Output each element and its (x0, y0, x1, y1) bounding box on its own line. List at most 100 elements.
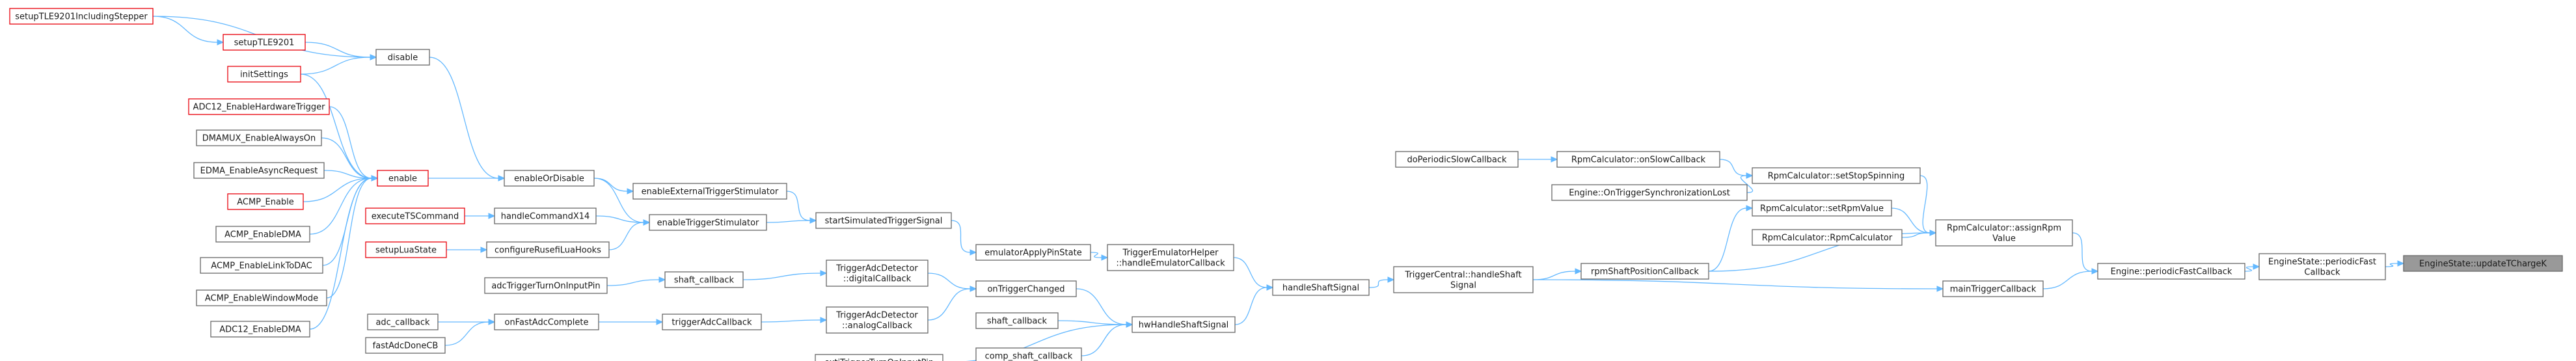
edge-arrowhead (820, 317, 828, 323)
node-engine-on-trigger-synchronization-lost[interactable]: Engine::OnTriggerSynchronizationLost (1551, 184, 1748, 201)
node-trigger-adc-detector-analog-callback[interactable]: TriggerAdcDetector::analogCallback (826, 306, 929, 334)
node-main-trigger-callback[interactable]: mainTriggerCallback (1942, 280, 2044, 297)
node-enable-or-disable[interactable]: enableOrDisable (504, 170, 595, 187)
node-label: fastAdcDoneCB (373, 341, 439, 351)
node-exti-trigger-turn-on-input-pin[interactable]: extiTriggerTurnOnInputPin (815, 354, 943, 361)
node-shaft-callback2[interactable]: shaft_callback (975, 312, 1059, 329)
node-box (632, 183, 787, 200)
node-acmp-enable-link-to-dac[interactable]: ACMP_EnableLinkToDAC (200, 257, 323, 274)
node-trigger-adc-detector-digital-callback[interactable]: TriggerAdcDetector::digitalCallback (826, 260, 929, 287)
node-label: ACMP_EnableLinkToDAC (211, 261, 312, 271)
node-setup-tle9201[interactable]: setupTLE9201 (223, 34, 306, 51)
node-label: comp_shaft_callback (985, 352, 1073, 361)
node-engine-state-periodic-fast-callback[interactable]: EngineState::periodicFastCallback (2258, 253, 2386, 280)
edge-line (965, 324, 1127, 361)
node-label: initSettings (240, 70, 288, 80)
node-engine-state-update-tcharge-k[interactable]: EngineState::updateTChargeK (2403, 255, 2563, 272)
node-shaft-callback[interactable]: shaft_callback (664, 271, 744, 288)
edge-line (1532, 279, 1938, 289)
node-box (662, 314, 762, 330)
node-rpm-shaft-position-callback[interactable]: rpmShaftPositionCallback (1580, 263, 1709, 280)
node-trigger-emulator-helper-handle-emulator-callback[interactable]: TriggerEmulatorHelper::handleEmulatorCal… (1107, 244, 1234, 271)
node-rpm-calculator-set-rpm-value[interactable]: RpmCalculator::setRpmValue (1752, 200, 1892, 217)
edge-arrowhead (1929, 230, 1937, 236)
node-box (2403, 255, 2563, 272)
edge-line (300, 74, 372, 179)
node-trigger-adc-callback[interactable]: triggerAdcCallback (662, 314, 762, 330)
edge-arrowhead (1266, 284, 1274, 291)
node-adc-trigger-turn-on-input-pin[interactable]: adcTriggerTurnOnInputPin (484, 277, 608, 294)
node-acmp-enable-dma[interactable]: ACMP_EnableDMA (215, 226, 310, 243)
node-label: extiTriggerTurnOnInputPin (824, 358, 934, 361)
node-handle-command-x14[interactable]: handleCommandX14 (494, 207, 597, 224)
edge-line (595, 215, 644, 223)
node-adc12-enable-dma[interactable]: ADC12_EnableDMA (210, 321, 310, 338)
node-box (375, 49, 430, 66)
node-acmp-enable[interactable]: ACMP_Enable (227, 193, 304, 210)
edge-line (1368, 279, 1389, 288)
edge-line (444, 321, 489, 346)
node-box (1580, 263, 1709, 280)
node-rpm-calculator-on-slow-callback[interactable]: RpmCalculator::onSlowCallback (1556, 151, 1720, 168)
node-start-simulated-trigger-signal[interactable]: startSimulatedTriggerSignal (815, 212, 952, 229)
edge-arrowhead (1101, 254, 1109, 261)
node-setup-lua-state[interactable]: setupLuaState (365, 241, 447, 258)
node-box (200, 257, 323, 274)
edge-line (309, 178, 372, 330)
node-label: onFastAdcComplete (504, 318, 588, 328)
edge-line (309, 178, 372, 235)
node-hw-handle-shaft-signal[interactable]: hwHandleShaftSignal (1132, 316, 1236, 333)
node-label: Engine::periodicFastCallback (2111, 267, 2232, 277)
node-box (2097, 263, 2245, 280)
node-label: Signal (1450, 281, 1476, 291)
node-handle-shaft-signal[interactable]: handleShaftSignal (1272, 279, 1370, 296)
edge-arrowhead (2091, 268, 2099, 274)
node-label: EngineState::periodicFast (2268, 258, 2376, 267)
node-on-fast-adc-complete[interactable]: onFastAdcComplete (494, 314, 599, 330)
call-graph-nodes: setupTLE9201IncludingStepper setupTLE9201… (9, 8, 2563, 361)
node-enable[interactable]: enable (377, 170, 429, 187)
edge-arrowhead (498, 175, 506, 181)
node-box (196, 289, 327, 306)
edge-line (593, 178, 644, 223)
node-fast-adc-done-cb[interactable]: fastAdcDoneCB (365, 337, 446, 354)
node-rpm-calculator-rpm-calculator[interactable]: RpmCalculator::RpmCalculator (1752, 229, 1903, 246)
node-init-settings[interactable]: initSettings (227, 66, 301, 83)
node-configure-rusefi-lua-hooks[interactable]: configureRusefiLuaHooks (486, 241, 610, 258)
edge-arrowhead (480, 247, 488, 253)
node-adc12-enable-hardware-trigger[interactable]: ADC12_EnableHardwareTrigger (188, 98, 330, 115)
node-trigger-central-handle-shaft-signal[interactable]: TriggerCentral::handleShaftSignal (1393, 266, 1534, 293)
node-box (2258, 253, 2386, 280)
node-box (815, 212, 952, 229)
edge-do-periodic-slow-callback-to-rpm-calculator-on-slow-callback (1518, 156, 1558, 163)
edge-arrowhead (643, 219, 651, 226)
node-enable-external-trigger-stimulator[interactable]: enableExternalTriggerStimulator (632, 183, 787, 200)
node-enable-trigger-stimulator[interactable]: enableTriggerStimulator (649, 214, 767, 231)
node-box (975, 312, 1059, 329)
node-box (826, 306, 929, 334)
node-do-periodic-slow-callback[interactable]: doPeriodicSlowCallback (1395, 151, 1519, 168)
node-on-trigger-changed[interactable]: onTriggerChanged (975, 280, 1077, 297)
node-acmp-enable-window-mode[interactable]: ACMP_EnableWindowMode (196, 289, 327, 306)
node-box (227, 66, 301, 83)
node-edma-enable-async-request[interactable]: EDMA_EnableAsyncRequest (193, 162, 325, 179)
node-emulator-apply-pin-state[interactable]: emulatorApplyPinState (975, 244, 1091, 261)
node-setup-tle9201-including-stepper[interactable]: setupTLE9201IncludingStepper (9, 8, 154, 25)
node-adc-callback[interactable]: adc_callback (367, 314, 439, 330)
edge-engine-periodic-fast-callback-to-engine-state-periodic-fast-callback (2244, 263, 2260, 272)
node-comp-shaft-callback[interactable]: comp_shaft_callback (975, 347, 1082, 361)
node-rpm-calculator-set-stop-spinning[interactable]: RpmCalculator::setStopSpinning (1752, 167, 1921, 184)
node-engine-periodic-fast-callback[interactable]: Engine::periodicFastCallback (2097, 263, 2245, 280)
edge-line (326, 178, 372, 299)
node-label: handleCommandX14 (501, 212, 590, 222)
edge-trigger-central-handle-shaft-signal-to-main-trigger-callback (1532, 279, 1944, 292)
edge-line (761, 319, 821, 323)
node-label: mainTriggerCallback (1950, 285, 2037, 295)
node-label: configureRusefiLuaHooks (495, 246, 601, 256)
edge-setup-lua-state-to-configure-rusefi-lua-hooks (446, 247, 488, 253)
node-box (504, 170, 595, 187)
node-execute-tscommand[interactable]: executeTSCommand (365, 207, 465, 224)
node-dmamux-enable-always-on[interactable]: DMAMUX_EnableAlwaysOn (196, 129, 322, 146)
node-disable[interactable]: disable (375, 49, 430, 66)
